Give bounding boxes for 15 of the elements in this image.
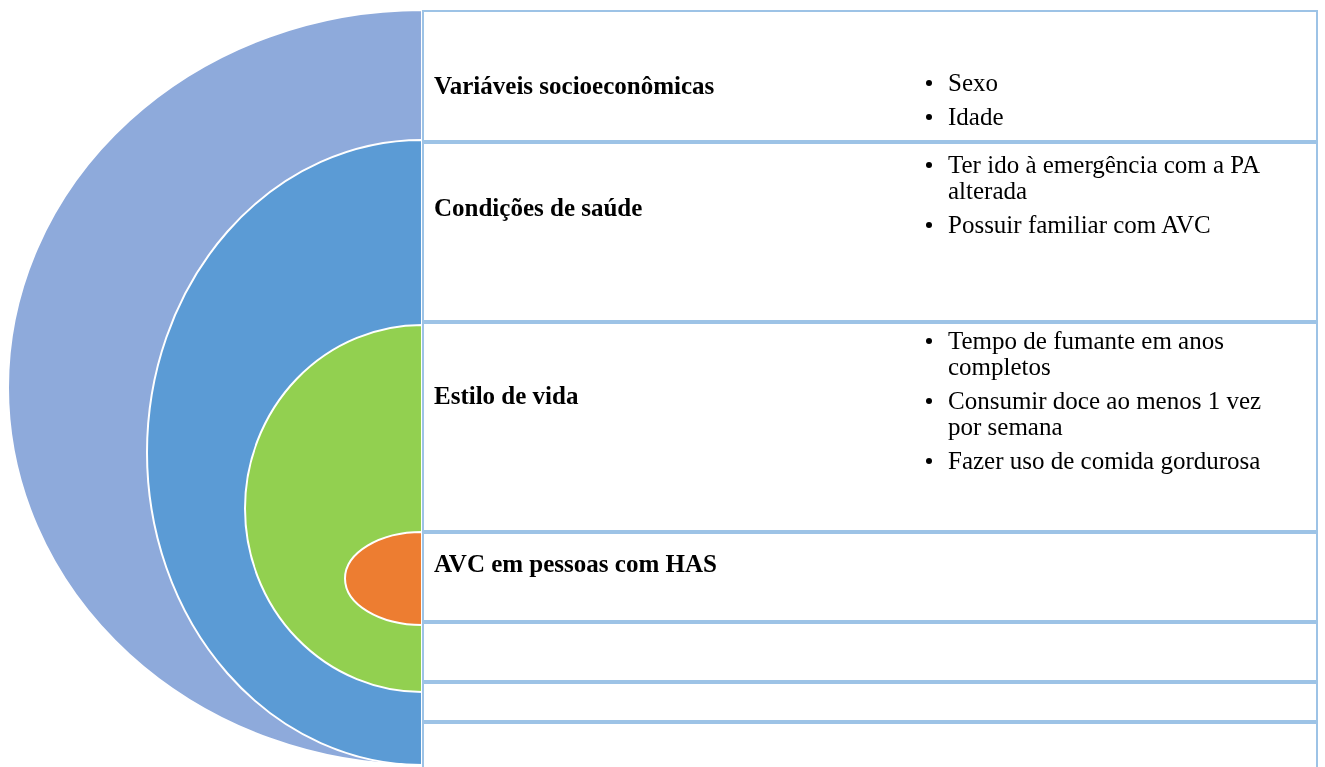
bullet-text: Tempo de fumante em anos completos: [948, 327, 1224, 380]
layer-row: [422, 322, 1318, 532]
bullet-text: Possuir familiar com AVC: [948, 211, 1211, 238]
bullet-text: Ter ido à emergência com a PA alterada: [948, 151, 1259, 204]
layer-heading: Estilo de vida: [434, 381, 579, 411]
bullet-text: Sexo: [948, 69, 998, 96]
layer-row: [422, 10, 1318, 142]
layer-heading: Condições de saúde: [434, 193, 643, 223]
layer-row: [422, 532, 1318, 622]
layer-row: [422, 142, 1318, 322]
bullet-text: Consumir doce ao menos 1 vez por semana: [948, 387, 1262, 440]
bullet-text: Fazer uso de comida gordurosa: [948, 447, 1261, 474]
bullet-text: Idade: [948, 103, 1004, 130]
layer-heading: Variáveis socioeconômicas: [434, 71, 715, 101]
layer-heading: AVC em pessoas com HAS: [434, 549, 717, 579]
